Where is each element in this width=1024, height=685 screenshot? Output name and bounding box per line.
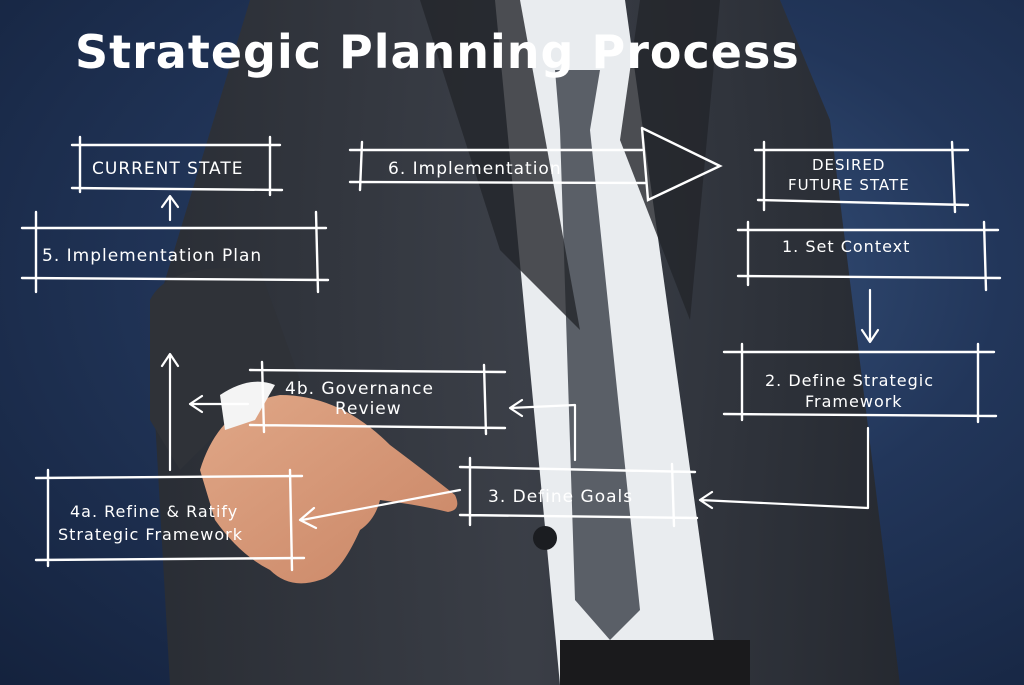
arrow-to-implementation-plan bbox=[160, 352, 180, 472]
governance-review-line2: Review bbox=[335, 399, 402, 419]
diagram-title: Strategic Planning Process bbox=[75, 25, 800, 79]
governance-review-line1: 4b. Governance bbox=[285, 379, 434, 399]
arrow-to-current-state bbox=[160, 194, 180, 222]
desired-future-state-box: DESIRED FUTURE STATE bbox=[753, 140, 970, 214]
refine-ratify-line1: 4a. Refine & Ratify bbox=[70, 502, 238, 521]
implementation-plan-label: 5. Implementation Plan bbox=[42, 246, 262, 266]
set-context-box: 1. Set Context bbox=[736, 220, 1002, 292]
set-context-label: 1. Set Context bbox=[782, 237, 910, 256]
governance-review-box: 4b. Governance Review bbox=[248, 360, 507, 436]
arrow-governance-to-left bbox=[188, 394, 250, 414]
arrow-to-refine-ratify bbox=[298, 488, 462, 530]
implementation-plan-box: 5. Implementation Plan bbox=[20, 210, 330, 294]
current-state-box: CURRENT STATE bbox=[70, 135, 284, 197]
desired-state-line2: FUTURE STATE bbox=[788, 176, 910, 194]
arrow-to-define-goals bbox=[698, 426, 870, 510]
implementation-arrow: 6. Implementation bbox=[348, 126, 723, 202]
define-framework-box: 2. Define Strategic Framework bbox=[722, 342, 998, 424]
current-state-label: CURRENT STATE bbox=[92, 159, 243, 179]
refine-ratify-box: 4a. Refine & Ratify Strategic Framework bbox=[34, 468, 306, 572]
define-goals-box: 3. Define Goals bbox=[458, 456, 699, 528]
arrow-to-define-framework bbox=[860, 288, 880, 344]
implementation-label: 6. Implementation bbox=[388, 159, 562, 179]
define-framework-line1: 2. Define Strategic bbox=[765, 371, 934, 390]
define-framework-line2: Framework bbox=[805, 392, 903, 411]
arrow-to-governance-review bbox=[508, 398, 577, 462]
refine-ratify-line2: Strategic Framework bbox=[58, 525, 243, 544]
desired-state-line1: DESIRED bbox=[812, 156, 885, 174]
businessman-photo bbox=[150, 0, 900, 685]
define-goals-label: 3. Define Goals bbox=[488, 487, 633, 507]
